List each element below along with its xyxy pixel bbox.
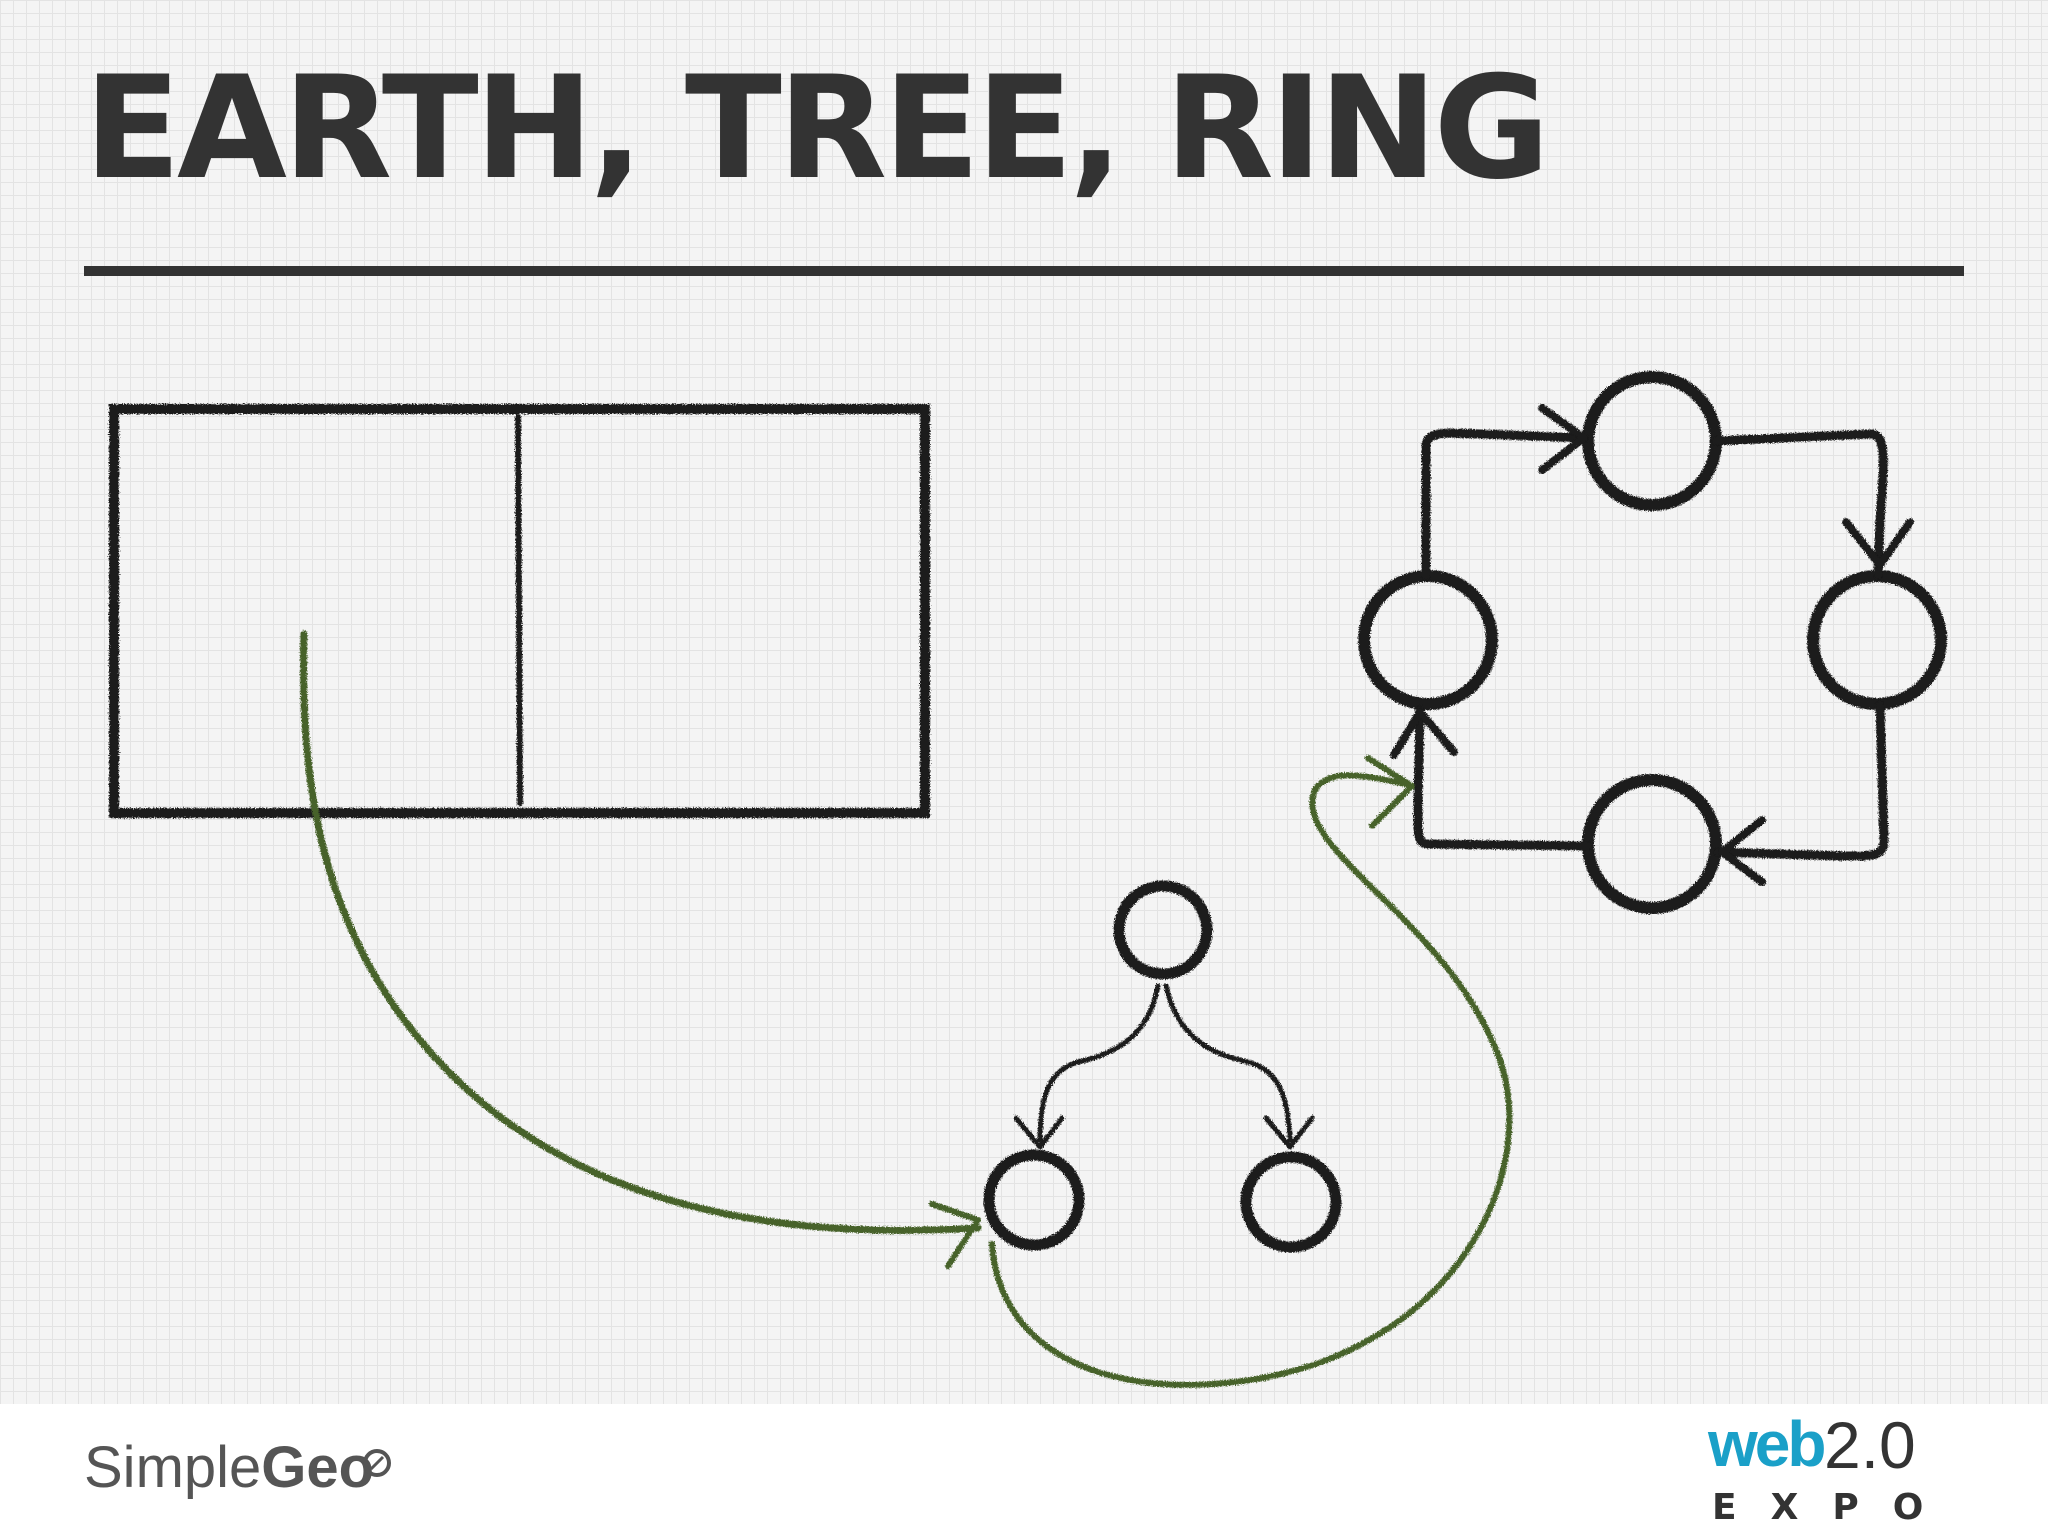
slide-title: EARTH, TREE, RING xyxy=(84,46,1550,211)
arrow-earth-to-tree-head xyxy=(929,1201,981,1269)
ring-edge-right-to-bottom-arrowhead xyxy=(1718,816,1766,886)
tree xyxy=(983,880,1342,1253)
ring-edge-left-to-top-arrowhead xyxy=(1538,404,1588,474)
web20-logo-word: web xyxy=(1708,1408,1826,1480)
web20-logo-expo: EXPO xyxy=(1712,1487,1958,1528)
ring-edge-right-to-bottom xyxy=(1713,700,1889,861)
ring-edge-top-to-right-arrowhead xyxy=(1842,518,1914,569)
arrow-tree-to-ring xyxy=(989,772,1513,1388)
compass-icon xyxy=(363,1449,392,1477)
ring-left-node xyxy=(1358,570,1498,710)
tree-right-child-node xyxy=(1240,1151,1342,1253)
arrow-tree-to-ring-head xyxy=(1365,755,1415,829)
earth-table-outline xyxy=(109,404,930,818)
tree-left-branch-arrowhead xyxy=(1013,1115,1065,1150)
simplegeo-logo: SimpleGeo xyxy=(84,1434,392,1501)
ring-edge-top-to-right xyxy=(1711,429,1888,580)
ring-edge-left-to-top xyxy=(1421,428,1589,581)
web20-expo-logo: web 2.0 EXPO xyxy=(1708,1412,1948,1532)
ring-top-node xyxy=(1582,371,1722,511)
tree-root-node xyxy=(1113,880,1213,980)
earth-table xyxy=(109,404,930,818)
transition-arrows xyxy=(300,630,1513,1388)
tree-right-branch-arrowhead xyxy=(1263,1115,1315,1150)
tree-left-branch xyxy=(1037,983,1161,1143)
tree-left-child-node xyxy=(983,1149,1085,1251)
ring-right-node xyxy=(1807,570,1947,710)
ring-bottom-node xyxy=(1582,774,1722,914)
arrow-earth-to-tree xyxy=(300,630,982,1234)
ring-edge-bottom-to-left-arrowhead xyxy=(1390,708,1458,759)
title-rule xyxy=(84,266,1964,276)
ring xyxy=(1358,371,1947,914)
ring-edge-bottom-to-left xyxy=(1413,705,1593,851)
tree-right-branch xyxy=(1163,983,1293,1143)
simplegeo-logo-part2: Geo xyxy=(261,1435,375,1500)
earth-table-divider xyxy=(515,414,523,806)
web20-logo-version: 2.0 xyxy=(1824,1408,1916,1482)
footer: SimpleGeo web 2.0 EXPO xyxy=(0,1404,2048,1536)
simplegeo-logo-part1: Simple xyxy=(84,1435,262,1500)
